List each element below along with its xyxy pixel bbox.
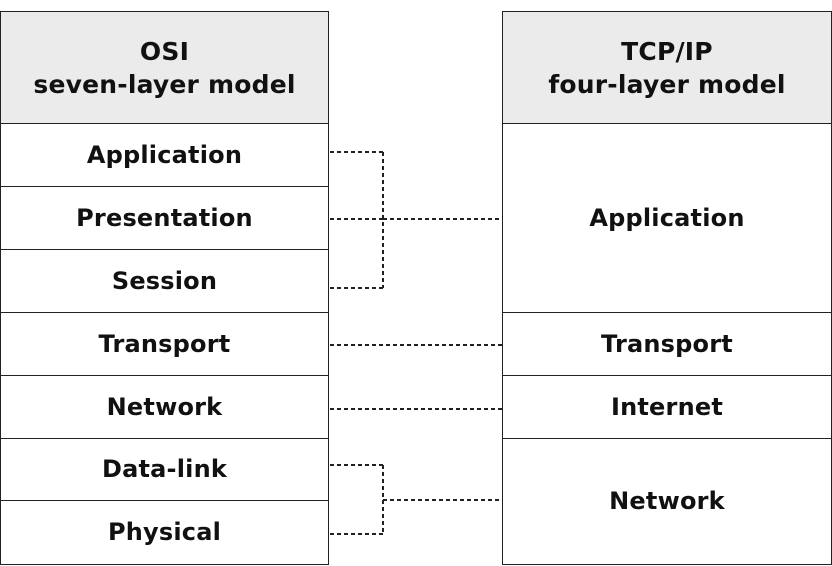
osi-layer-session: Session bbox=[0, 248, 329, 313]
osi-layer-network: Network bbox=[0, 374, 329, 439]
tcpip-layer-internet: Internet bbox=[502, 374, 832, 439]
tcpip-layer-transport: Transport bbox=[502, 311, 832, 376]
osi-header: OSI seven-layer model bbox=[0, 11, 329, 125]
tcpip-layer-application: Application bbox=[502, 122, 832, 313]
osi-layer-transport: Transport bbox=[0, 311, 329, 376]
tcpip-title-line2: four-layer model bbox=[548, 70, 786, 99]
tcpip-title-line1: TCP/IP bbox=[621, 37, 713, 66]
osi-layer-physical: Physical bbox=[0, 499, 329, 565]
osi-title-line1: OSI bbox=[139, 37, 190, 66]
osi-title-line2: seven-layer model bbox=[33, 70, 296, 99]
tcpip-header: TCP/IP four-layer model bbox=[502, 11, 832, 125]
osi-layer-data-link: Data-link bbox=[0, 437, 329, 501]
tcpip-layer-network: Network bbox=[502, 437, 832, 565]
osi-layer-presentation: Presentation bbox=[0, 185, 329, 250]
osi-layer-application: Application bbox=[0, 122, 329, 187]
